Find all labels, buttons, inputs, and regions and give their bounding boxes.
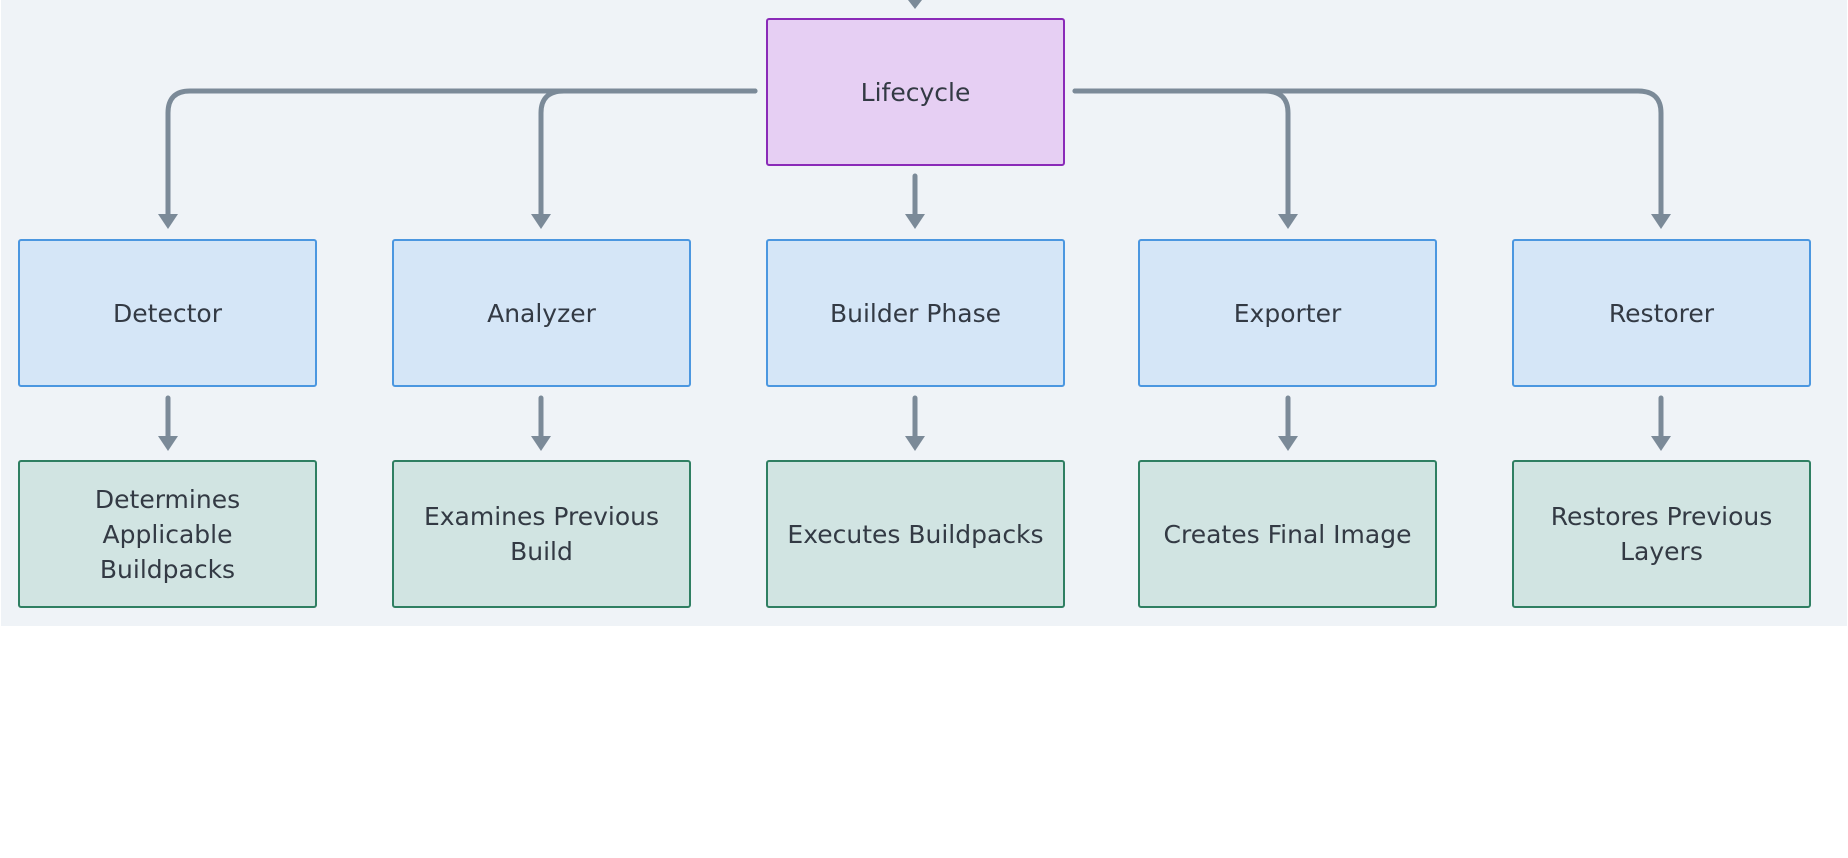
node-exporter-description-label: Creates Final Image [1163,519,1412,549]
node-analyzer-description-label: Examines Previous Build [423,502,660,566]
node-builder-phase-description-label: Executes Buildpacks [787,519,1044,549]
node-builder-phase-description[interactable]: Executes Buildpacks [766,460,1065,608]
node-detector-description[interactable]: Determines Applicable Buildpacks [18,460,317,608]
node-exporter-description[interactable]: Creates Final Image [1138,460,1437,608]
arrowhead-detector-description [158,436,178,451]
arrowhead-analyzer [531,214,551,229]
edge-incoming-arrowhead [908,0,922,9]
arrowhead-detector [158,214,178,229]
node-restorer-description-label: Restores Previous Layers [1550,502,1773,566]
arrowhead-restorer [1651,214,1671,229]
node-restorer[interactable]: Restorer [1512,239,1811,387]
node-detector-label: Detector [113,298,222,328]
edge-lifecycle-detector [165,88,758,217]
edge-lifecycle-analyzer [538,88,758,217]
node-analyzer-label: Analyzer [487,298,596,328]
arrowhead-exporter-description [1278,436,1298,451]
node-analyzer[interactable]: Analyzer [392,239,691,387]
node-builder-phase-label: Builder Phase [829,298,1001,328]
node-exporter[interactable]: Exporter [1138,239,1437,387]
node-lifecycle-label: Lifecycle [860,77,971,107]
arrowhead-restorer-description [1651,436,1671,451]
node-detector[interactable]: Detector [18,239,317,387]
node-builder-phase[interactable]: Builder Phase [766,239,1065,387]
node-exporter-label: Exporter [1233,298,1342,328]
arrowhead-analyzer-description [531,436,551,451]
node-restorer-description[interactable]: Restores Previous Layers [1512,460,1811,608]
arrowhead-exporter [1278,214,1298,229]
arrowhead-builder [905,214,925,229]
edge-lifecycle-exporter [1072,88,1291,217]
node-analyzer-description[interactable]: Examines Previous Build [392,460,691,608]
node-detector-description-label: Determines Applicable Buildpacks [94,484,241,584]
arrowhead-builder-description [905,436,925,451]
node-lifecycle[interactable]: Lifecycle [766,18,1065,166]
edge-lifecycle-restorer [1072,88,1664,217]
node-restorer-label: Restorer [1608,298,1715,328]
